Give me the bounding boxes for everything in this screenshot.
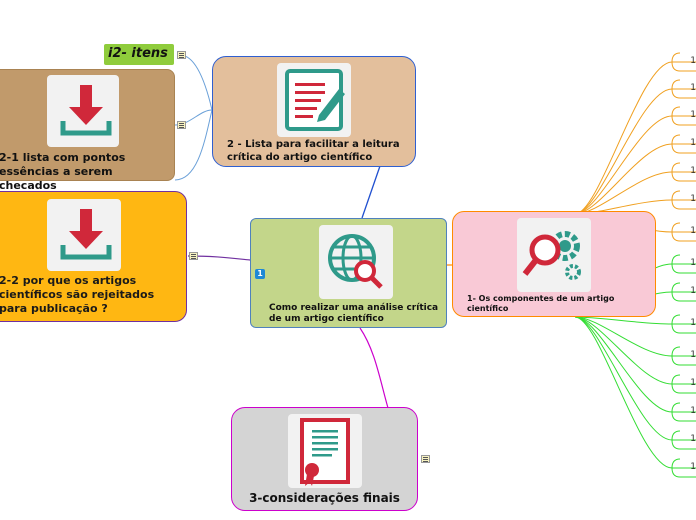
node-itens[interactable]: i2- itens <box>104 44 174 65</box>
stub-label[interactable]: 1 <box>690 166 696 176</box>
node-conclusions-label: 3-considerações finais <box>249 491 400 505</box>
branch-node-outline <box>671 402 696 422</box>
priority-badge: 1 <box>255 269 265 279</box>
stub-label[interactable]: 1 <box>690 350 696 360</box>
branch-node-outline <box>671 254 696 274</box>
branch-node-outline <box>671 346 696 366</box>
branch-line <box>574 316 696 385</box>
note-icon[interactable] <box>177 51 186 59</box>
download-icon <box>47 199 121 271</box>
node-components[interactable]: 1- Os componentes de um artigo científic… <box>452 211 656 317</box>
branch-line <box>574 115 696 215</box>
branch-node-outline <box>671 282 696 302</box>
stub-label[interactable]: 1 <box>690 406 696 416</box>
branch-node-outline <box>671 52 696 72</box>
branch-node-outline <box>671 374 696 394</box>
branch-line <box>574 61 696 215</box>
branch-line <box>574 316 696 441</box>
stub-label[interactable]: 1 <box>690 378 696 388</box>
branch-node-outline <box>671 430 696 450</box>
branch-node-outline <box>671 134 696 154</box>
branch-line <box>574 143 696 215</box>
certificate-icon <box>288 414 362 488</box>
branch-line <box>574 316 696 357</box>
node-list-label: 2 - Lista para facilitar a leitura críti… <box>227 139 400 163</box>
component-branches <box>574 52 696 478</box>
stub-label[interactable]: 1 <box>690 286 696 296</box>
stub-label[interactable]: 1 <box>690 434 696 444</box>
node-2-2[interactable]: 2-2 por que os artigos científicos são r… <box>0 191 187 322</box>
branch-line <box>574 316 696 469</box>
stub-label[interactable]: 1 <box>690 138 696 148</box>
stub-label[interactable]: 1 <box>690 318 696 328</box>
stub-label[interactable]: 1 <box>690 110 696 120</box>
stub-label[interactable]: 1 <box>690 258 696 268</box>
branch-line <box>574 316 696 413</box>
node-2-1-label: 2-1 lista com pontos essências a serem c… <box>0 151 126 192</box>
download-icon <box>47 75 119 147</box>
node-2-1[interactable]: 2-1 lista com pontos essências a serem c… <box>0 69 175 192</box>
node-2-2-label: 2-2 por que os artigos científicos são r… <box>0 274 155 315</box>
stub-label[interactable]: 1 <box>690 194 696 204</box>
branch-node-outline <box>671 314 696 334</box>
node-list[interactable]: 2 - Lista para facilitar a leitura críti… <box>212 56 416 167</box>
stub-label[interactable]: 1 <box>690 56 696 66</box>
stub-label[interactable]: 1 <box>690 226 696 236</box>
central-topic[interactable]: Como realizar uma análise crítica de um … <box>250 218 447 328</box>
stub-label[interactable]: 1 <box>690 83 696 93</box>
branch-node-outline <box>671 190 696 210</box>
branch-node-outline <box>671 106 696 126</box>
central-topic-label: Como realizar uma análise crítica de um … <box>269 303 439 325</box>
branch-line <box>574 171 696 215</box>
node-itens-label: i2- itens <box>108 46 168 61</box>
branch-node-outline <box>671 79 696 99</box>
branch-node-outline <box>671 222 696 242</box>
branch-line <box>574 88 696 215</box>
node-components-label: 1- Os componentes de um artigo científic… <box>467 294 615 313</box>
checklist-pen-icon <box>277 63 351 137</box>
globe-search-icon <box>319 225 393 299</box>
note-icon[interactable] <box>421 455 430 463</box>
branch-node-outline <box>671 458 696 478</box>
branch-line <box>574 316 696 325</box>
note-icon[interactable] <box>189 252 198 260</box>
branch-node-outline <box>671 162 696 182</box>
gear-search-icon <box>517 218 591 292</box>
node-conclusions[interactable]: 3-considerações finais <box>231 407 418 511</box>
stub-label[interactable]: 1 <box>690 462 696 472</box>
note-icon[interactable] <box>177 121 186 129</box>
